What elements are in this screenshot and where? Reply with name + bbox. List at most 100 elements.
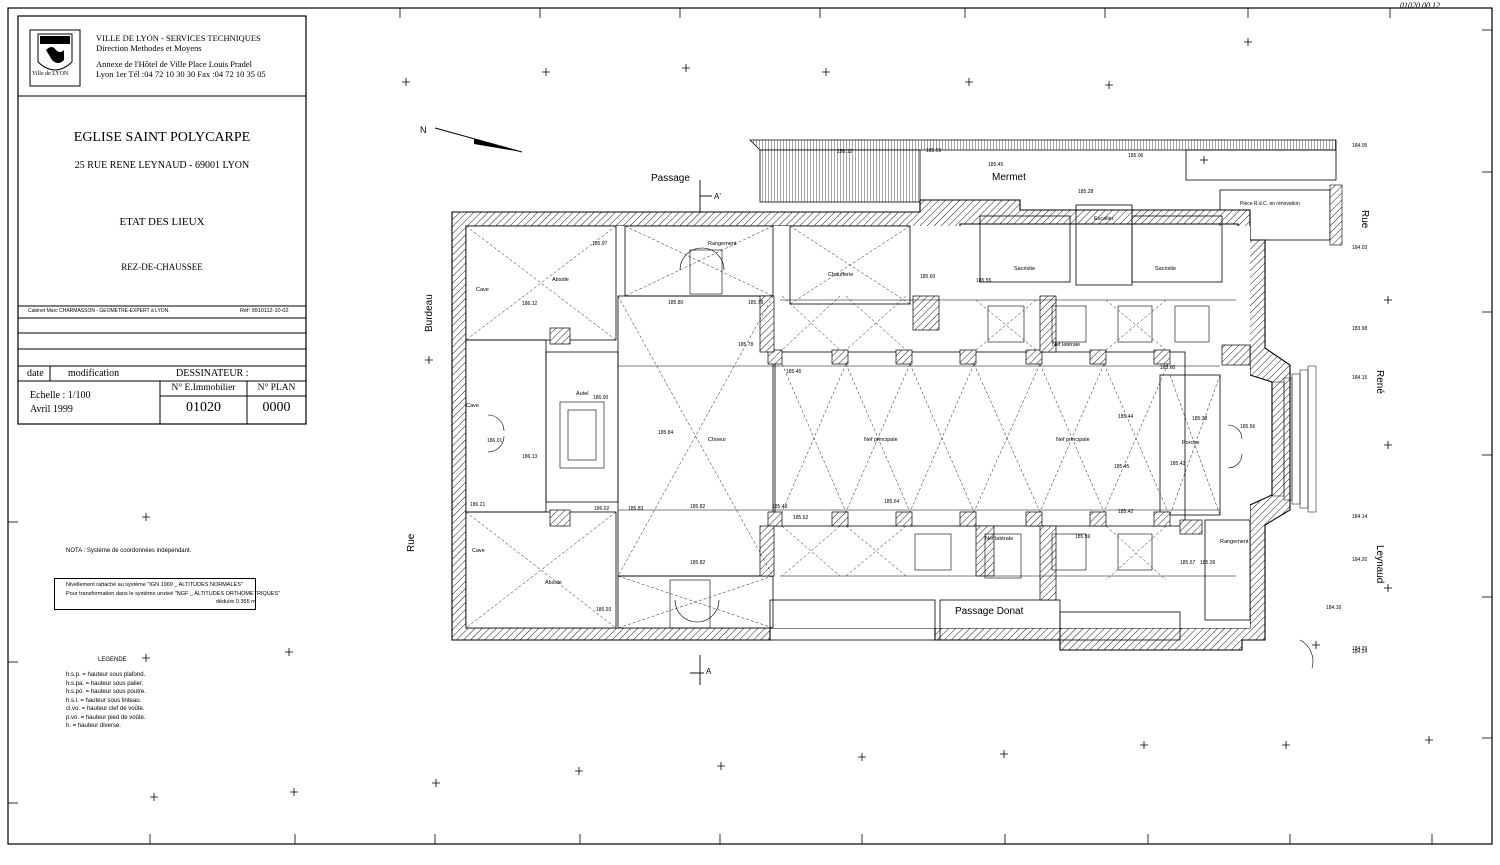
city-of-lyon-logo	[37, 33, 73, 71]
room-nef-laterale-top: Nef latérale	[1052, 342, 1081, 348]
elevation-label: 186.12	[837, 149, 853, 155]
nivellement-line-3: déduire 0.365 m	[216, 599, 256, 605]
elevation-label: 186.13	[522, 454, 538, 460]
elevation-label: 185.64	[884, 499, 900, 505]
room-porche: Porche	[1182, 440, 1200, 446]
elevation-label: 185.79	[748, 300, 764, 306]
immobilier-number: 01020	[186, 400, 221, 415]
elevation-label: 184.20	[1352, 557, 1368, 563]
room-abside-2: Abside	[545, 580, 562, 586]
column-modification: modification	[68, 368, 120, 379]
sheet-border	[7, 7, 1493, 845]
legend-item: h.s.po. = hauteur sous poutre.	[66, 689, 146, 695]
elevation-label: 186.01	[487, 438, 503, 444]
elevation-label: 185.56	[1240, 424, 1256, 430]
floor-level: REZ-DE-CHAUSSEE	[121, 262, 203, 272]
elevation-label: 186.21	[470, 502, 486, 508]
legend-item: p.vo. = hauteur pied de voûte.	[66, 714, 146, 721]
document-type: ETAT DES LIEUX	[119, 216, 205, 228]
elevation-label: 185.59	[1075, 534, 1091, 540]
elevation-label: 185.82	[690, 504, 706, 510]
legend-item: h.s.pa. = hauteur sous palier.	[66, 680, 144, 687]
room-nef-laterale-bottom: Nef latérale	[985, 536, 1014, 542]
street-burdeau: Burdeau	[424, 294, 435, 332]
room-chaufferie: Chaufferie	[828, 272, 854, 278]
date: Avril 1999	[30, 404, 73, 415]
elevation-label: 184.24	[1352, 649, 1368, 655]
room-sacristie-2: Sacristie	[1155, 266, 1177, 272]
building-name: EGLISE SAINT POLYCARPE	[73, 130, 251, 145]
plan-number-label: N° PLAN	[257, 383, 296, 393]
elevation-label: 185.45	[988, 162, 1004, 168]
reference: Réf: 9910112-10-02	[240, 308, 289, 314]
room-cave-2: Cave	[466, 403, 479, 409]
address-line-1: Annexe de l'Hôtel de Ville Place Louis P…	[96, 59, 252, 69]
legend-item: cl.vo. = hauteur clef de voûte.	[66, 706, 145, 712]
room-abside-1: Abside	[552, 277, 569, 283]
elevation-label: 185.28	[1078, 189, 1094, 195]
building-address: 25 RUE RENE LEYNAUD - 69001 LYON	[74, 160, 250, 171]
room-rangement-bottom: Rangement	[1220, 539, 1249, 545]
street-passage: Passage	[651, 173, 690, 184]
elevation-label: 185.45	[1114, 464, 1130, 470]
elevation-label: 185.80	[668, 300, 684, 306]
nivellement-box	[54, 578, 256, 610]
elevation-label: 185.93	[596, 607, 612, 613]
elevation-label: 186.12	[522, 301, 538, 307]
elevation-label: 185.62	[793, 515, 809, 521]
street-mermet: Mermet	[992, 172, 1026, 183]
room-cave-3: Cave	[472, 548, 485, 554]
legend-item: h. = hauteur diverse.	[66, 723, 121, 729]
legend-item: h.s.l. = hauteur sous linteau.	[66, 697, 142, 704]
org-line-1: VILLE DE LYON - SERVICES TECHNIQUES	[96, 33, 261, 43]
elevation-label: 186.00	[593, 395, 609, 401]
title-block-frame	[17, 15, 307, 425]
org-line-2: Direction Methodes et Moyens	[96, 43, 202, 53]
elevation-label: 185.46	[786, 369, 802, 375]
elevation-label: 185.83	[628, 506, 644, 512]
elevation-label: 185.44	[1118, 414, 1134, 420]
elevation-label: 185.43	[1170, 461, 1186, 467]
plan-number: 0000	[262, 400, 291, 415]
section-a-prime: A'	[714, 192, 721, 201]
room-sacristie-1: Sacristie	[1014, 266, 1036, 272]
elevation-label: 183.98	[1352, 326, 1368, 332]
room-nef-principale-2: Nef principale	[1056, 437, 1090, 443]
elevation-label: 184.14	[1352, 514, 1368, 520]
elevation-label: 185.38	[1192, 416, 1208, 422]
entrance-steps	[1271, 365, 1317, 513]
address-line-2: Lyon 1er Tél :04 72 10 30 30 Fax :04 72 …	[96, 69, 266, 79]
elevation-label: 185.55	[976, 278, 992, 284]
cabinet: Cabinet Marc CHARMASSON - GEOMETRE-EXPER…	[28, 308, 170, 314]
immobilier-label: N° E.Immobilier	[171, 383, 236, 393]
elevation-label: 186.02	[594, 506, 610, 512]
elevation-label: 185.42	[1118, 509, 1134, 515]
elevation-label: 185.60	[1160, 365, 1176, 371]
elevation-label: 184.05	[1352, 143, 1368, 149]
elevation-label: 185.69	[926, 148, 942, 154]
street-rue-left: Rue	[406, 533, 417, 552]
street-rene: René	[1374, 370, 1385, 394]
section-a: A	[706, 667, 712, 676]
logo-text: Ville de LYON	[32, 71, 69, 77]
elevation-label: 184.03	[1352, 245, 1368, 251]
street-rue-right: Rue	[1359, 210, 1370, 229]
elevation-label: 185.84	[658, 430, 674, 436]
room-nef-principale-1: Nef principale	[864, 437, 898, 443]
legend-item: h.s.p. = hauteur sous plafond.	[66, 672, 146, 678]
elevation-label: 184.29	[1352, 646, 1368, 652]
elevation-label: 185.78	[738, 342, 754, 348]
street-passage-donat: Passage Donat	[955, 606, 1024, 617]
handwritten-ref: 01020 00.12	[1400, 1, 1440, 10]
elevation-label: 185.39	[1200, 560, 1216, 566]
section-line-a	[690, 180, 712, 685]
elevation-label: 184.15	[1352, 375, 1368, 381]
elevation-label: 184.16	[1326, 605, 1342, 611]
room-rangement-top: Rangement	[708, 241, 737, 247]
elevation-label: 185.97	[592, 241, 608, 247]
room-choeur: Choeur	[708, 437, 727, 443]
dessinateur-label: DESSINATEUR :	[176, 368, 249, 379]
nivellement-line-1: Nivellement rattaché au système "IGN 196…	[66, 582, 243, 588]
north-label: N	[420, 125, 427, 135]
